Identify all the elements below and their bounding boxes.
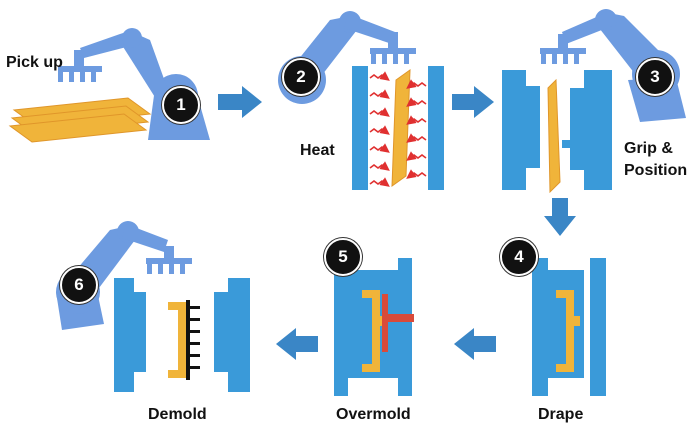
label-drape: Drape [538, 406, 584, 423]
step-badge-2: 2 [282, 58, 320, 96]
label-grip: Grip & [624, 140, 673, 157]
label-pick-up: Pick up [6, 54, 63, 71]
mold-icon [114, 278, 250, 392]
arrow-left-icon [454, 328, 496, 360]
heat-wave-icon [369, 71, 427, 187]
step-badge-3: 3 [636, 58, 674, 96]
step-badge-1: 1 [162, 86, 200, 124]
rib-structure [186, 300, 200, 380]
step-badge-4: 4 [500, 238, 538, 276]
label-heat: Heat [300, 142, 335, 159]
label-position: Position [624, 162, 688, 179]
mold-icon [334, 258, 414, 396]
mold-icon [532, 258, 606, 396]
step-badge-5: 5 [324, 238, 362, 276]
composite-sheets [8, 97, 152, 143]
arrow-right-icon [452, 86, 494, 118]
arrow-left-icon [276, 328, 318, 360]
label-overmold: Overmold [336, 406, 411, 423]
step-badge-6: 6 [60, 266, 98, 304]
mold-icon [502, 70, 612, 194]
heater [352, 66, 444, 190]
label-demold: Demold [148, 406, 207, 423]
arrow-right-icon [218, 86, 262, 118]
arrow-down-icon [544, 198, 576, 236]
